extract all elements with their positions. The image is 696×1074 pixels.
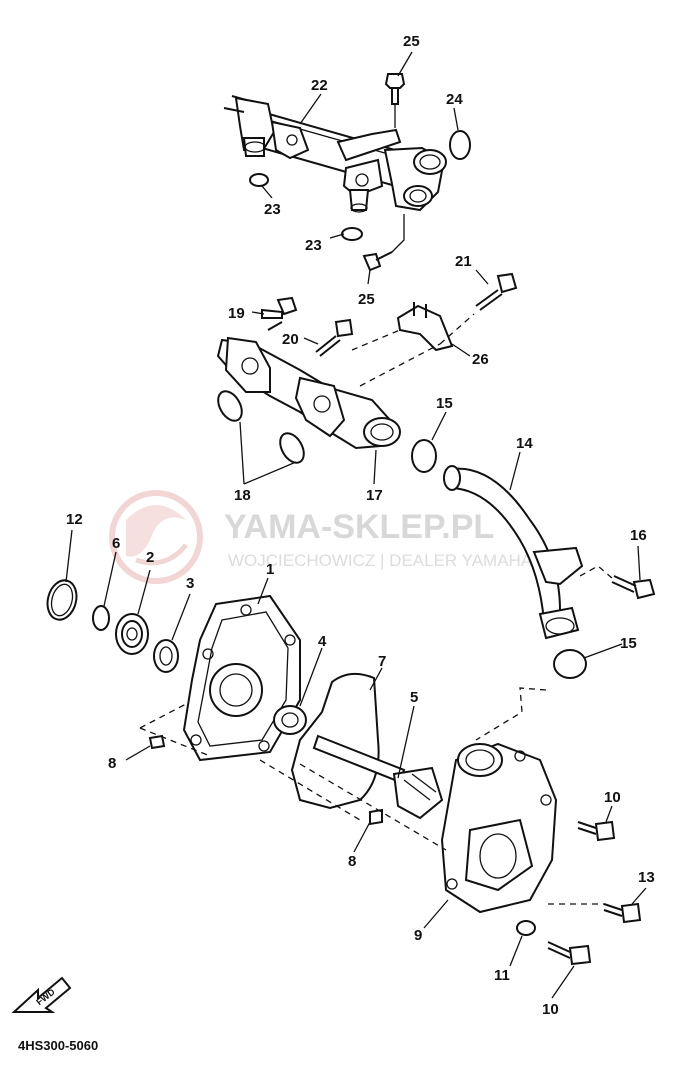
impeller-shaft-5: [312, 734, 444, 820]
label-1: 1: [266, 561, 274, 578]
o-ring-23-lower: [341, 227, 363, 241]
o-ring-15-upper: [411, 439, 437, 473]
forward-arrow: FWD: [11, 976, 72, 1013]
o-ring-12: [46, 579, 78, 621]
label-24: 24: [446, 91, 463, 108]
bolt-10-lower: [547, 941, 592, 966]
label-7: 7: [378, 653, 386, 670]
bolt-16: [579, 565, 656, 600]
o-ring-18-b: [279, 432, 305, 464]
label-16: 16: [630, 527, 647, 544]
mechanical-seal-4: [273, 705, 307, 735]
watermark-title: YAMA-SKLEP.PL: [224, 508, 494, 546]
label-17: 17: [366, 487, 383, 504]
o-ring-24: [449, 130, 471, 160]
leader-lines: [65, 51, 647, 999]
figure-code: 4HS300-5060: [18, 1038, 98, 1053]
bolt-10-upper: [577, 820, 616, 842]
dowel-pin-8-right: [369, 808, 383, 826]
bolt-25-top: [384, 73, 406, 128]
label-20: 20: [282, 331, 299, 348]
bearing-2: [115, 613, 149, 655]
part-labels: 25 22 24 23 23 25 21 19 20 26 15 17 18 1…: [66, 33, 655, 1018]
label-19: 19: [228, 305, 245, 322]
label-10-upper: 10: [604, 789, 621, 806]
label-13: 13: [638, 869, 655, 886]
washer-11: [516, 920, 536, 936]
watermark-logo: [109, 490, 203, 584]
label-15-lower: 15: [620, 635, 637, 652]
label-23-upper: 23: [264, 201, 281, 218]
housing-cover-1: [182, 594, 301, 762]
label-8-right: 8: [348, 853, 356, 870]
label-25-top: 25: [403, 33, 420, 50]
label-12: 12: [66, 511, 83, 528]
oil-seal-3: [153, 639, 179, 673]
bolt-20: [315, 318, 354, 357]
label-11: 11: [494, 967, 510, 984]
pipe-17: [216, 336, 401, 450]
pump-housing-9: [440, 742, 558, 914]
o-ring-15-lower: [553, 649, 587, 679]
o-ring-23-upper: [249, 173, 269, 187]
gasket-7: [290, 672, 380, 810]
label-8-left: 8: [108, 755, 116, 772]
label-4: 4: [318, 633, 327, 650]
label-15-upper: 15: [436, 395, 453, 412]
label-21: 21: [455, 253, 472, 270]
label-3: 3: [186, 575, 194, 592]
bolt-21: [475, 272, 518, 311]
label-25-lower: 25: [358, 291, 375, 308]
dowel-pin-8-left: [148, 734, 166, 750]
label-9: 9: [414, 927, 422, 944]
bolt-19: [261, 296, 298, 331]
hose-14: [443, 465, 584, 640]
label-26: 26: [472, 351, 489, 368]
label-10-lower: 10: [542, 1001, 559, 1018]
label-22: 22: [311, 77, 328, 94]
label-6: 6: [112, 535, 120, 552]
circlip-6: [92, 605, 110, 631]
label-23-lower: 23: [305, 237, 322, 254]
pipe-assembly-22: [223, 95, 447, 213]
watermark-subtitle: WOJCIECHOWICZ | DEALER YAMAHA: [228, 551, 533, 570]
o-ring-18-a: [217, 390, 243, 422]
label-14: 14: [516, 435, 533, 452]
bolt-25-lower: [362, 214, 405, 272]
label-2: 2: [146, 549, 154, 566]
bolt-13: [603, 902, 642, 924]
bracket-26: [396, 302, 454, 352]
label-5: 5: [410, 689, 418, 706]
watermark: YAMA-SKLEP.PL WOJCIECHOWICZ | DEALER YAM…: [109, 490, 533, 584]
label-18: 18: [234, 487, 251, 504]
